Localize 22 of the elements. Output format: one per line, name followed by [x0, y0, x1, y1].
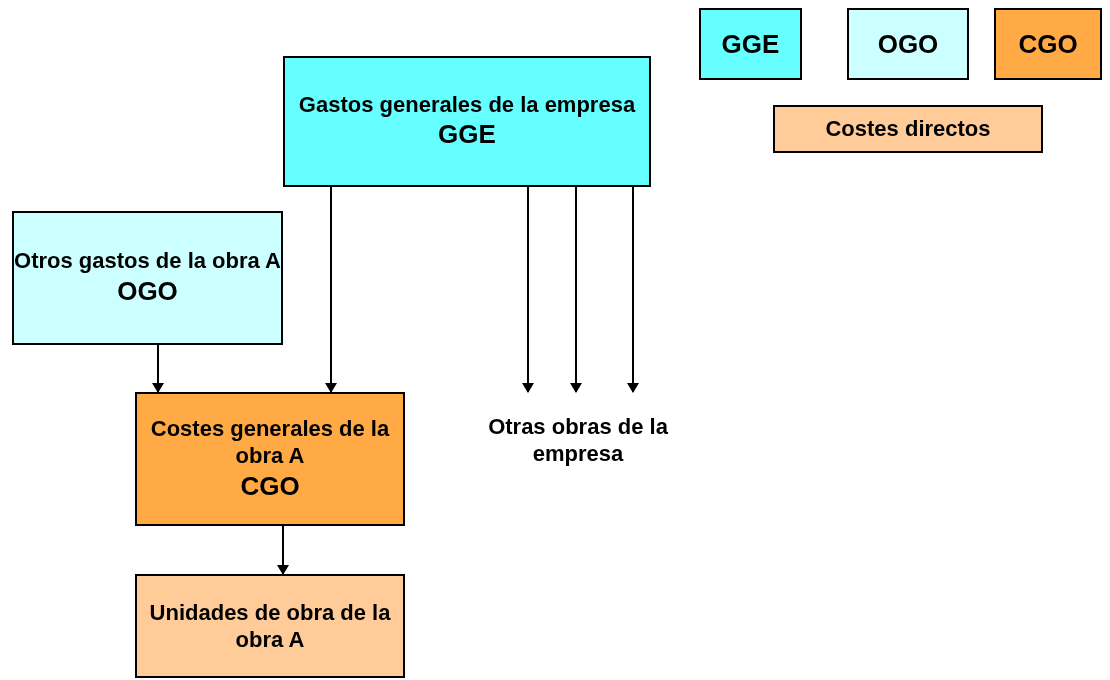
- legend-label: GGE: [721, 28, 780, 60]
- node-label: Unidades de obra de la obra A: [148, 598, 392, 654]
- arrow: [570, 186, 582, 393]
- abbreviation: OGO: [117, 274, 178, 308]
- arrow: [627, 186, 639, 393]
- legend-label: Costes directos: [825, 116, 991, 142]
- arrow: [277, 525, 289, 575]
- arrow: [522, 186, 534, 393]
- arrow: [152, 344, 164, 393]
- legend-label: OGO: [877, 28, 939, 60]
- node-label: Otros gastos de la obra A: [14, 247, 281, 275]
- abbreviation: CGO: [240, 469, 300, 503]
- process-box: [135, 574, 405, 678]
- arrow: [325, 186, 337, 393]
- process-box: [12, 211, 283, 345]
- node-label: Costes generales de la obra A: [149, 414, 391, 470]
- node-label: Gastos generales de la empresa: [298, 90, 636, 119]
- process-box: [135, 392, 405, 526]
- legend-label: CGO: [1018, 28, 1078, 60]
- abbreviation: GGE: [438, 118, 496, 152]
- process-box: [283, 56, 651, 187]
- node-label: Otras obras de la empresa: [487, 412, 669, 468]
